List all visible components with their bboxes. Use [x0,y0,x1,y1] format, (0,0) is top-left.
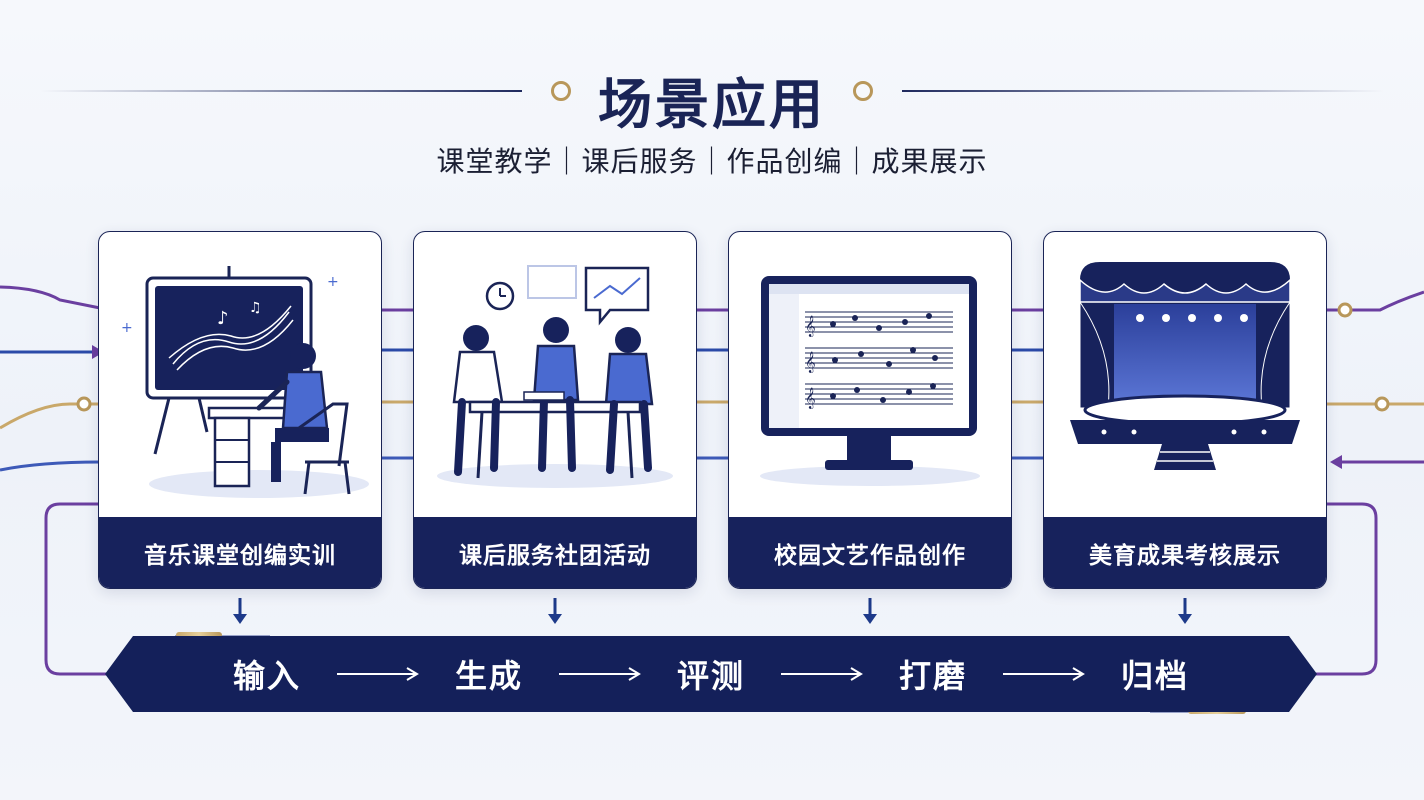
scene-card-classroom: ♪ ♫ + + 音乐课堂创编实训 [98,231,382,589]
svg-text:♪: ♪ [217,308,229,329]
svg-text:+: + [327,274,339,290]
sheet-music-monitor-icon: 𝄞 𝄞 𝄞 [760,276,980,486]
svg-text:+: + [121,320,133,336]
svg-text:𝄞: 𝄞 [805,316,816,337]
scene-card-creation: 𝄞 𝄞 𝄞 校园文艺作品创作 [728,231,1012,589]
scene-card-label: 课后服务社团活动 [414,517,696,588]
pipeline-step-polish: 打磨 [899,657,968,695]
svg-text:𝄞: 𝄞 [805,388,816,409]
stage-curtain-icon [1070,262,1300,470]
scene-card-label: 校园文艺作品创作 [729,517,1011,588]
scene-card-afterschool: 课后服务社团活动 [413,231,697,589]
pipeline-step-archive: 归档 [1121,657,1190,695]
arrow-right-icon [1003,667,1085,681]
title-divider-right [902,90,1384,92]
title-row: 场景应用 [0,58,1424,136]
page-title: 场景应用 [598,73,826,136]
pipeline-step-evaluate: 评测 [676,657,745,695]
scene-card-label: 美育成果考核展示 [1044,517,1326,588]
title-ring-right-icon [853,81,873,101]
pipeline-step-input: 输入 [232,657,301,695]
arrow-right-icon [781,667,863,681]
classroom-blackboard-icon: ♪ ♫ + + [121,266,369,498]
group-discussion-icon [437,265,673,488]
gold-accent-left [176,632,222,638]
page-subtitle: 课堂教学｜课后服务｜作品创编｜成果展示 [436,145,988,178]
svg-text:𝄞: 𝄞 [805,352,816,373]
scene-card-label: 音乐课堂创编实训 [99,517,381,588]
pipeline-step-generate: 生成 [454,657,523,695]
arrow-right-icon [336,667,419,681]
title-divider-left [40,90,522,92]
scene-card-showcase: 美育成果考核展示 [1043,231,1327,589]
title-ring-left-icon [551,81,571,101]
arrow-right-icon [558,667,641,681]
svg-text:♫: ♫ [249,300,262,316]
workflow-pipeline: 输入 生成 评测 打磨 归档 [105,636,1317,712]
